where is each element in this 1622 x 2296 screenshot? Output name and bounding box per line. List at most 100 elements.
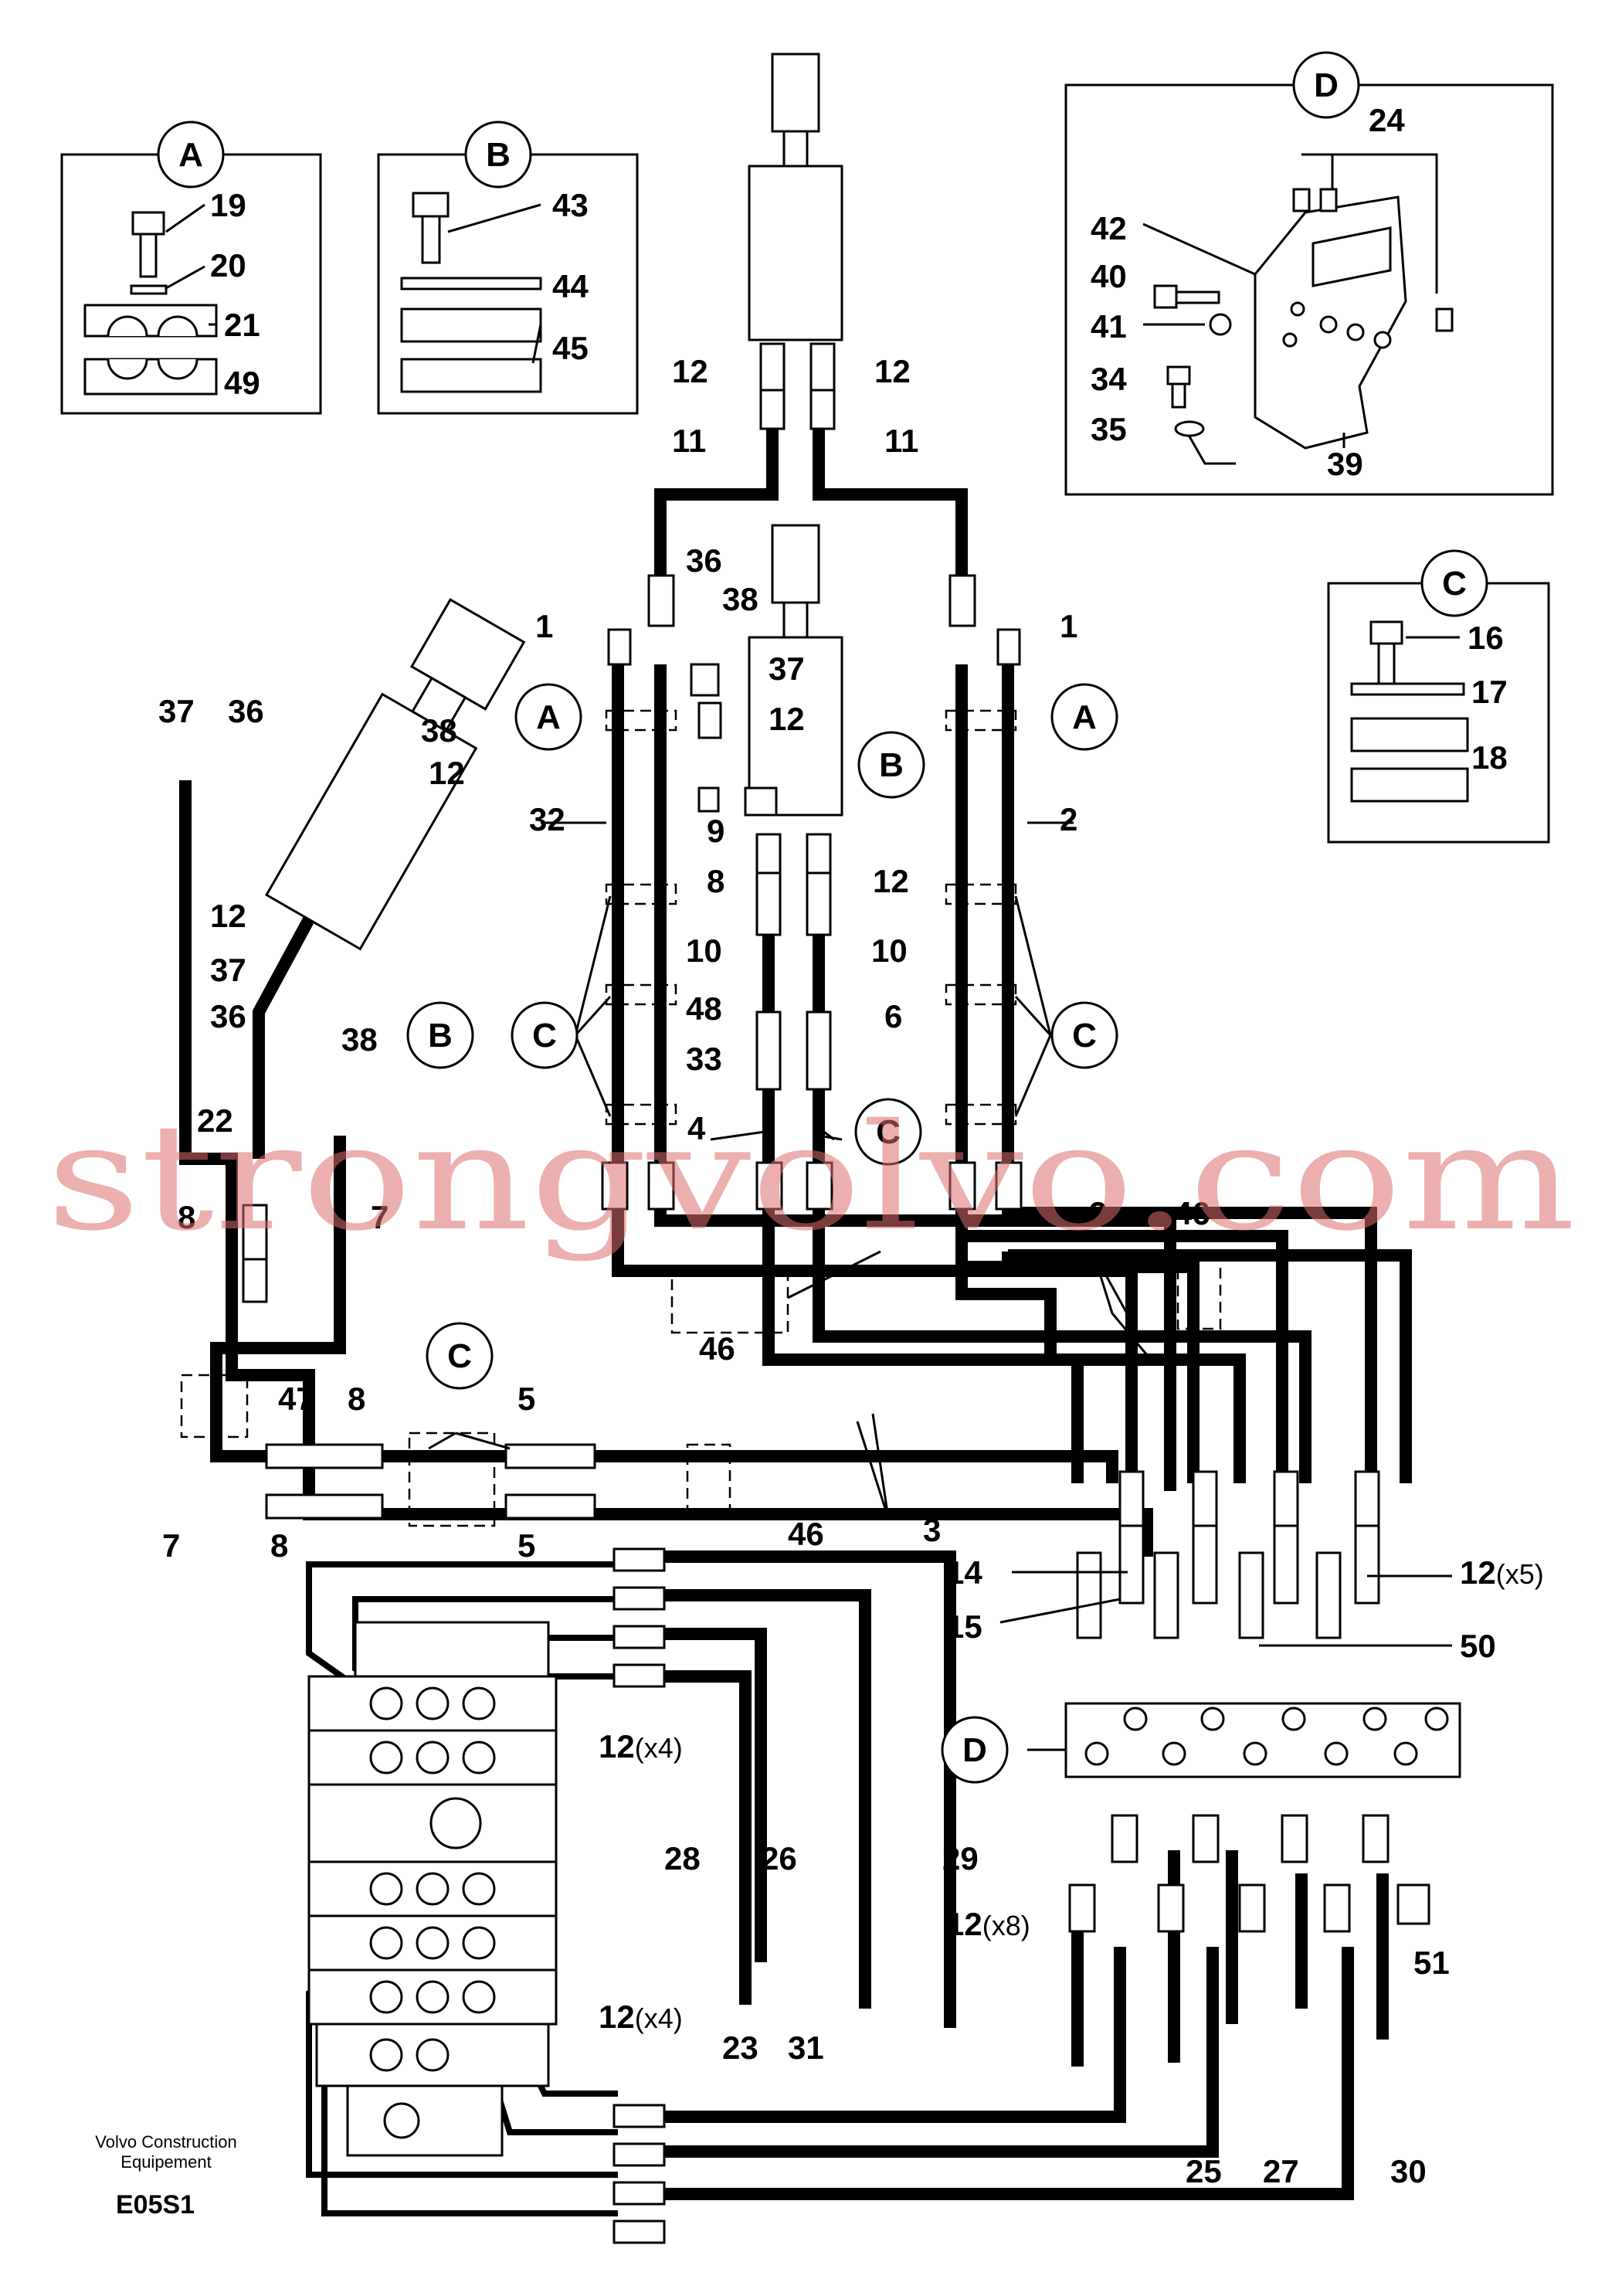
part-24: 24	[1369, 102, 1405, 138]
callout-15: 15	[946, 1608, 982, 1645]
inset-a-badge	[157, 121, 225, 189]
top-cylinder	[748, 53, 843, 341]
callout-28: 28	[664, 1840, 701, 1877]
callout-31: 31	[788, 2029, 824, 2066]
callout-8-b: 8	[348, 1381, 365, 1417]
callout-37-top: 37	[769, 650, 805, 687]
callout-8-side: 8	[178, 1199, 195, 1235]
part-19: 19	[210, 187, 246, 223]
part-43: 43	[552, 187, 589, 223]
inset-b-letter: B	[486, 136, 511, 174]
callout-6: 6	[884, 998, 902, 1034]
middle-cylinder	[748, 524, 843, 817]
callout-32: 32	[529, 801, 565, 837]
tilted-cylinder	[264, 598, 526, 951]
callout-38-cyl: 38	[421, 712, 457, 749]
circled-letters: A A B B C C C C D	[406, 683, 1118, 1784]
callout-46-a: 46	[1174, 1195, 1210, 1231]
inset-c: C 16 17 18	[1327, 549, 1550, 844]
callout-22: 22	[197, 1102, 233, 1139]
callout-12-x4-a: 12(x4)	[599, 1728, 683, 1764]
callout-46-b: 46	[699, 1330, 735, 1367]
callout-5-top: 5	[517, 1381, 535, 1417]
badge-d-block: D	[962, 1731, 987, 1769]
part-45: 45	[552, 330, 589, 366]
control-valve-block	[307, 1621, 558, 2157]
part-42: 42	[1091, 210, 1127, 246]
port-row	[1084, 1707, 1449, 1766]
footer: Volvo Construction Equipement E05S1	[95, 2132, 236, 2220]
figure-code: E05S1	[116, 2190, 195, 2220]
inset-a: A 19 20 21 49	[60, 121, 322, 415]
callout-1-right: 1	[1060, 608, 1077, 644]
callout-33: 33	[686, 1041, 722, 1077]
inset-d-letter: D	[1314, 66, 1339, 104]
badge-c-right: C	[1072, 1017, 1097, 1055]
callout-1-left: 1	[535, 608, 553, 644]
part-16: 16	[1468, 620, 1504, 656]
badge-a-left: A	[536, 698, 561, 736]
callout-37-cyl2: 37	[210, 952, 246, 988]
part-18: 18	[1471, 739, 1508, 776]
inset-c-badge	[1420, 549, 1488, 617]
part-41: 41	[1091, 308, 1127, 345]
callout-4: 4	[687, 1110, 706, 1146]
callout-12-top-right: 12	[874, 353, 911, 389]
callout-7-bottom: 7	[162, 1527, 180, 1564]
callout-2: 2	[1060, 801, 1077, 837]
part-39: 39	[1327, 446, 1363, 482]
callout-11-right: 11	[884, 423, 918, 459]
badge-b-cylinder: B	[428, 1017, 453, 1055]
callout-36-cyl2: 36	[210, 998, 246, 1034]
callout-29: 29	[942, 1840, 979, 1877]
callout-46-c: 46	[788, 1516, 824, 1552]
inset-d-badge	[1292, 51, 1360, 119]
callout-36-cyl: 36	[228, 693, 264, 729]
callout-36-top: 36	[686, 542, 722, 579]
part-40: 40	[1091, 258, 1127, 294]
bolt-icon	[1153, 284, 1178, 309]
inset-a-letter: A	[178, 136, 203, 174]
publisher-name: Volvo Construction	[95, 2132, 236, 2152]
callout-12-mid: 12	[769, 701, 805, 737]
callout-51: 51	[1413, 1944, 1450, 1981]
inset-b: B 43 44 45	[377, 121, 639, 415]
callout-12-x8: 12(x8)	[946, 1906, 1030, 1942]
callout-5-bottom: 5	[517, 1527, 535, 1564]
callout-47: 47	[278, 1381, 314, 1417]
watermark-text: strongvolvo.com	[46, 1092, 1576, 1263]
callout-numbers: 12 12 11 11 36 38 37 12 1 1 32 2 9 8 12 …	[158, 353, 1544, 2189]
callout-11-left: 11	[672, 423, 706, 459]
callout-10-left: 10	[686, 932, 722, 969]
callout-25: 25	[1186, 2153, 1222, 2189]
callout-12-x5: 12(x5)	[1460, 1554, 1544, 1591]
callout-50: 50	[1460, 1628, 1496, 1664]
callout-3-bottom: 3	[923, 1512, 941, 1548]
badge-b-mid: B	[879, 746, 904, 784]
part-34: 34	[1091, 361, 1127, 397]
callout-8-c: 8	[270, 1527, 288, 1564]
inset-b-badge	[464, 121, 532, 189]
leader-lines	[428, 821, 1452, 1751]
publisher-name-line2: Equipement	[120, 2152, 211, 2172]
distribution-block	[1064, 1702, 1461, 1778]
part-44: 44	[552, 268, 589, 304]
part-35: 35	[1091, 411, 1127, 447]
bolt-icon	[1166, 365, 1191, 385]
callout-30: 30	[1390, 2153, 1427, 2189]
badge-c-left: C	[532, 1017, 557, 1055]
callout-38-top: 38	[722, 581, 758, 617]
callout-48: 48	[686, 990, 722, 1027]
badge-c-hose: C	[447, 1337, 472, 1375]
callout-37-cyl: 37	[158, 693, 195, 729]
bolt-icon	[1369, 620, 1403, 645]
clamp-markers	[180, 709, 1222, 1527]
inset-c-letter: C	[1442, 565, 1467, 603]
part-49: 49	[224, 365, 260, 401]
inset-d: D 24 42 40 41 34 35 39	[1064, 51, 1554, 496]
part-17: 17	[1471, 674, 1508, 710]
callout-7-right: 7	[371, 1199, 389, 1235]
bolt-icon	[412, 192, 450, 218]
callout-9: 9	[707, 813, 724, 849]
